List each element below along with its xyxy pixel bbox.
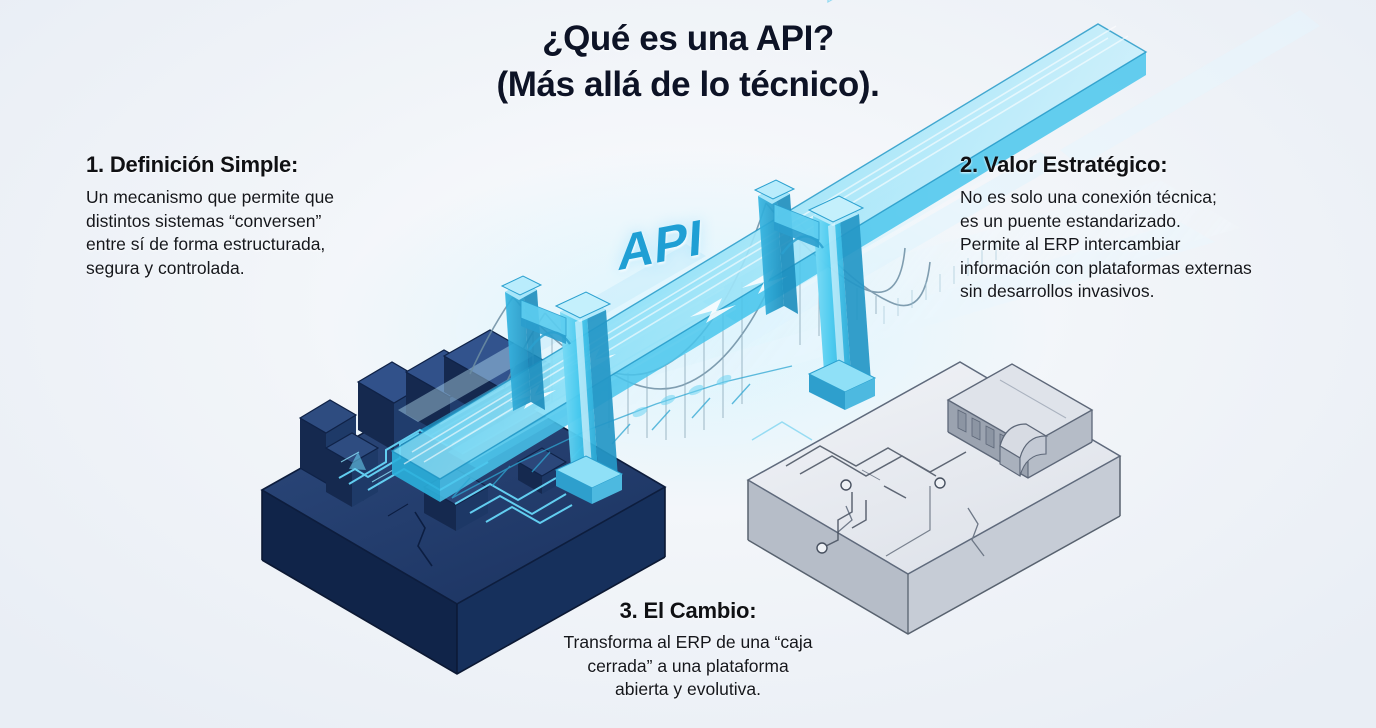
circuit-traces-light <box>785 445 967 549</box>
callout-2-body: No es solo una conexión técnica; es un p… <box>960 186 1252 304</box>
callout-el-cambio: 3. El Cambio: Transforma al ERP de una “… <box>0 598 1376 702</box>
callout-2-line-1: No es solo una conexión técnica; <box>960 187 1217 208</box>
callout-2-line-4: información con plataformas externas <box>960 257 1252 278</box>
callout-valor-estrategico: 2. Valor Estratégico: No es solo una con… <box>960 152 1252 304</box>
modern-platform <box>746 0 1122 635</box>
callout-3-line-1: Transforma al ERP de una “caja <box>563 632 813 653</box>
callout-1-line-4: segura y controlada. <box>86 257 245 278</box>
title-line-1: ¿Qué es una API? <box>542 19 834 58</box>
callout-1-body: Un mecanismo que permite que distintos s… <box>86 186 334 280</box>
callout-3-heading: 3. El Cambio: <box>619 598 757 623</box>
callout-1-line-2: distintos sistemas “conversen” <box>86 210 322 231</box>
callout-2-heading: 2. Valor Estratégico: <box>960 152 1168 177</box>
callout-2-line-3: Permite al ERP intercambiar <box>960 234 1181 255</box>
api-bridge <box>390 23 1148 504</box>
callout-3-body: Transforma al ERP de una “caja cerrada” … <box>0 631 1376 702</box>
bridge-railing <box>883 242 997 324</box>
light-trail-right <box>1060 10 1320 166</box>
callout-3-line-2: cerrada” a una plataforma <box>587 655 789 676</box>
callout-2-line-5: sin desarrollos invasivos. <box>960 281 1155 302</box>
callout-1-line-1: Un mecanismo que permite que <box>86 187 335 208</box>
callout-3-line-3: abierta y evolutiva. <box>615 679 761 700</box>
page-title: ¿Qué es una API? (Más allá de lo técnico… <box>0 16 1376 107</box>
callout-1-heading: 1. Definición Simple: <box>86 152 299 177</box>
callout-1-line-3: entre sí de forma estructurada, <box>86 234 326 255</box>
callout-definicion-simple: 1. Definición Simple: Un mecanismo que p… <box>86 152 334 280</box>
callout-2-line-2: es un puente estandarizado. <box>960 210 1181 231</box>
bridge-tower-left <box>500 275 624 504</box>
title-line-2: (Más allá de lo técnico). <box>496 64 880 104</box>
bridge-tower-right <box>753 179 877 410</box>
